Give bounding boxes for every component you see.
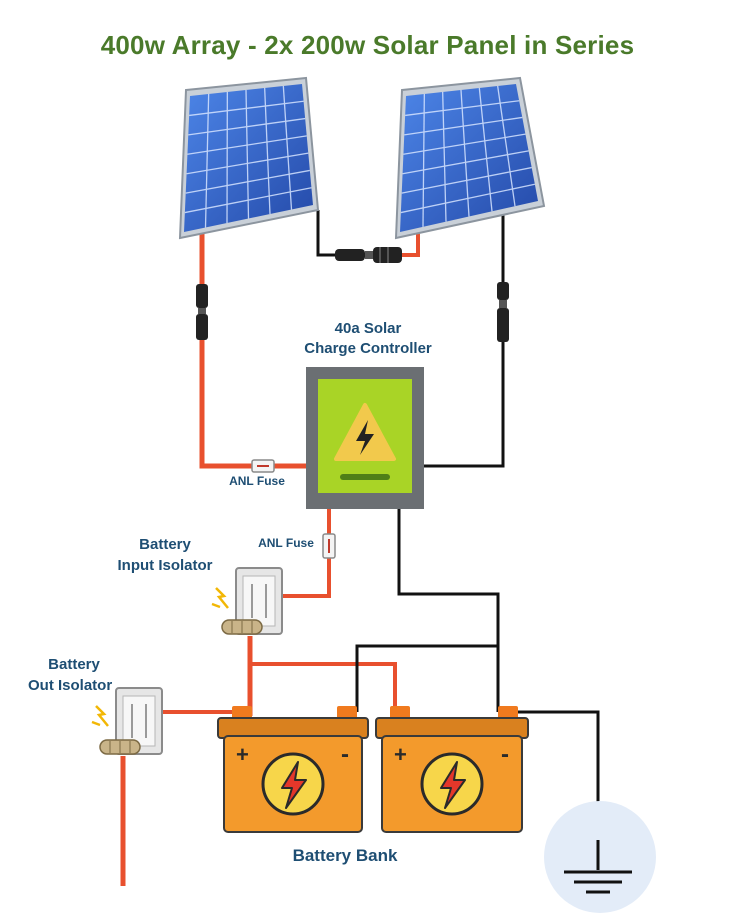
battery-input-isolator-label-line2: Input Isolator bbox=[117, 557, 213, 574]
spark-icon bbox=[91, 705, 109, 727]
anl-fuse-1 bbox=[251, 459, 275, 473]
panel-cell-divider bbox=[405, 100, 520, 117]
mc4-connector-icon bbox=[196, 284, 208, 340]
panel-cell-divider bbox=[460, 89, 470, 217]
panel-cell-divider bbox=[401, 166, 532, 194]
battery-bank-label: Battery Bank bbox=[292, 846, 398, 865]
mc4-connector-right bbox=[497, 282, 509, 342]
battery-plus-label: + bbox=[394, 742, 407, 767]
charge-controller-label-line2: Charge Controller bbox=[304, 340, 432, 357]
battery-minus-label: - bbox=[341, 741, 349, 768]
panel-cell-divider bbox=[442, 91, 447, 222]
panel-cell-divider bbox=[187, 135, 307, 155]
lightning-bolt-icon bbox=[356, 420, 374, 455]
panel-cell-divider bbox=[188, 117, 306, 136]
fuse-icon bbox=[251, 459, 275, 473]
battery-out-isolator-label-line2: Out Isolator bbox=[28, 677, 113, 694]
battery-icon: + - bbox=[375, 706, 529, 833]
panel-cell-divider bbox=[404, 116, 523, 136]
battery-out-isolator bbox=[91, 687, 163, 755]
battery-icon: + - bbox=[217, 706, 369, 833]
panel-cell-divider bbox=[422, 93, 425, 227]
panel-cell-divider bbox=[478, 87, 493, 212]
anl-fuse-2 bbox=[322, 533, 336, 559]
charge-controller bbox=[306, 367, 424, 509]
battery-out-isolator-label-line1: Battery bbox=[48, 656, 100, 673]
spark-icon bbox=[211, 587, 229, 609]
lightning-bolt-icon bbox=[440, 761, 466, 809]
charge-controller-label: 40a Solar Charge Controller bbox=[288, 320, 448, 357]
ground-symbol-icon bbox=[564, 840, 632, 894]
battery-input-isolator bbox=[211, 567, 283, 635]
panel-cells bbox=[400, 84, 538, 232]
panel-cell-divider bbox=[189, 100, 304, 117]
wire-series-to-panel2 bbox=[402, 232, 420, 257]
wire-controller-negative bbox=[397, 509, 500, 712]
anl-fuse-2-label: ANL Fuse bbox=[258, 536, 314, 550]
battery-input-isolator-label: Battery Input Isolator bbox=[100, 536, 230, 574]
panel-cell-divider bbox=[186, 152, 309, 175]
lightning-bolt-icon bbox=[281, 761, 307, 809]
ground-circle bbox=[544, 801, 656, 913]
wires bbox=[120, 210, 600, 886]
wire-panel1-to-fuse bbox=[199, 338, 307, 469]
wire-fuse2-to-input-isolator bbox=[282, 556, 331, 598]
panel-cell-divider bbox=[403, 133, 526, 155]
mc4-connector-icon bbox=[497, 282, 509, 342]
mc4-series-connector bbox=[335, 247, 402, 263]
wire-battery-parallel-positive bbox=[250, 662, 397, 710]
panel-cell-divider bbox=[264, 87, 271, 215]
isolator-switch-icon bbox=[99, 687, 163, 755]
panel-cell-divider bbox=[282, 85, 293, 210]
battery-2: + - bbox=[375, 706, 529, 833]
battery-input-isolator-label-line1: Battery bbox=[139, 536, 191, 553]
anl-fuse-1-label: ANL Fuse bbox=[229, 474, 285, 488]
wire-panel2-to-controller bbox=[424, 342, 505, 468]
mc4-connector-left bbox=[196, 284, 208, 340]
fuse-icon bbox=[322, 533, 336, 559]
panel-cell-divider bbox=[400, 183, 535, 214]
panel-cell-divider bbox=[184, 187, 312, 214]
panel-cell-divider bbox=[402, 150, 529, 175]
panel-cell-divider bbox=[497, 85, 516, 207]
solar-panel-icon bbox=[178, 76, 320, 240]
ground bbox=[544, 801, 656, 913]
solar-panel-icon bbox=[394, 76, 546, 240]
wire-battery-parallel-negative bbox=[355, 644, 498, 712]
charge-controller-icon bbox=[306, 367, 424, 509]
panel-cell-divider bbox=[185, 169, 310, 194]
battery-out-isolator-label: Battery Out Isolator bbox=[14, 656, 134, 694]
mc4-connector-icon bbox=[335, 247, 402, 263]
battery-plus-label: + bbox=[236, 742, 249, 767]
panel-cell-divider bbox=[204, 93, 210, 228]
isolator-switch-icon bbox=[221, 567, 283, 635]
battery-minus-label: - bbox=[501, 741, 509, 768]
solar-panel-2 bbox=[394, 76, 546, 240]
panel-cell-divider bbox=[245, 89, 250, 219]
charge-controller-label-line1: 40a Solar bbox=[334, 320, 402, 337]
battery-1: + - bbox=[217, 706, 369, 833]
diagram-title: 400w Array - 2x 200w Solar Panel in Seri… bbox=[100, 30, 635, 60]
panel-cells bbox=[184, 84, 313, 232]
solar-panel-1 bbox=[178, 76, 320, 240]
wire-panel1-negative bbox=[316, 210, 335, 257]
